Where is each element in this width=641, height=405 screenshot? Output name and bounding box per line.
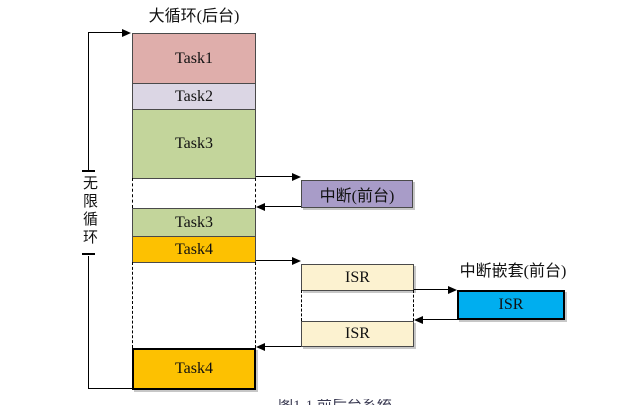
isr-second-box: ISR	[301, 321, 414, 347]
arrow-interrupt-return-line	[264, 206, 301, 207]
task3-resumed-box: Task3	[132, 208, 256, 237]
arrow-isr-to-nested-line	[414, 289, 449, 290]
loop-label-bottom-tick	[82, 253, 95, 255]
column-suspended-gap-2	[132, 262, 256, 348]
loop-top-line	[88, 32, 124, 33]
nested-isr-label: ISR	[498, 296, 524, 313]
nested-isr-box: ISR	[457, 290, 565, 320]
arrow-isr-return-head-icon	[256, 343, 265, 351]
interrupt-label: 中断(前台)	[319, 188, 395, 205]
loop-label-top-tick	[82, 170, 95, 172]
task4-resumed-label: Task4	[175, 360, 213, 377]
task4-resumed-box: Task4	[132, 348, 256, 390]
arrow-task4-to-isr-line	[256, 260, 293, 261]
task2-label: Task2	[175, 87, 213, 105]
loop-left-line-upper	[88, 32, 89, 171]
interrupt-box: 中断(前台)	[301, 180, 413, 208]
figure-caption-clipped: 图1-1 前后台系统	[210, 399, 460, 405]
arrow-task3-to-interrupt-line	[256, 176, 293, 177]
arrow-isr-to-nested-head-icon	[448, 286, 457, 294]
task3-box: Task3	[132, 109, 256, 179]
task4-box: Task4	[132, 236, 256, 263]
arrow-nested-return-line	[423, 319, 457, 320]
task3-resumed-label: Task3	[175, 213, 213, 231]
task4-label: Task4	[175, 240, 213, 258]
arrow-isr-return-line	[264, 346, 301, 347]
arrow-task3-to-interrupt-head-icon	[292, 173, 301, 181]
nested-interrupt-title: 中断嵌套(前台)	[459, 263, 567, 280]
background-loop-title: 大循环(后台)	[148, 8, 240, 25]
isr-second-label: ISR	[345, 325, 370, 342]
arrow-task4-to-isr-head-icon	[292, 257, 301, 265]
isr-first-box: ISR	[301, 264, 414, 291]
loop-bottom-line	[88, 388, 132, 389]
task1-box: Task1	[132, 33, 256, 84]
isr-suspended-gap	[301, 290, 414, 321]
infinite-loop-label: 无限循环	[80, 175, 98, 253]
task3-label: Task3	[175, 135, 213, 152]
isr-first-label: ISR	[345, 268, 370, 286]
task1-label: Task1	[175, 49, 213, 67]
loop-left-line-lower	[88, 256, 89, 389]
arrow-interrupt-return-head-icon	[256, 203, 265, 211]
arrow-nested-return-head-icon	[414, 316, 423, 324]
column-suspended-gap-1	[132, 178, 256, 208]
loop-arrowhead-icon	[122, 29, 131, 37]
task2-box: Task2	[132, 83, 256, 110]
